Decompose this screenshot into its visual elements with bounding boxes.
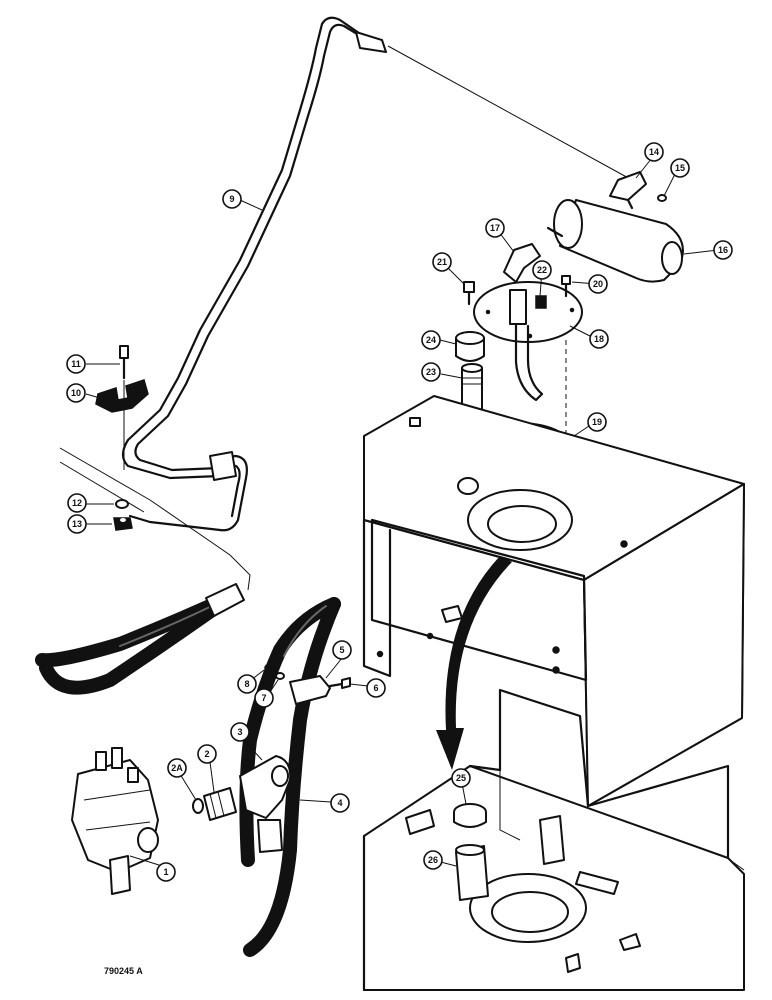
clamp	[95, 379, 149, 413]
callout-3: 3	[230, 722, 250, 742]
elbow-fitting	[239, 755, 292, 819]
clip-washer	[275, 672, 285, 680]
breather-plug	[535, 295, 547, 309]
lower-cap	[453, 803, 487, 828]
svg-text:20: 20	[593, 279, 603, 289]
callout-10: 10	[66, 383, 86, 403]
callout-22: 22	[532, 260, 552, 280]
callout-7: 7	[254, 688, 274, 708]
svg-text:1: 1	[163, 867, 168, 877]
callout-9: 9	[222, 189, 242, 209]
callout-26: 26	[423, 850, 443, 870]
svg-text:17: 17	[490, 223, 500, 233]
svg-text:2A: 2A	[171, 763, 183, 773]
callout-15: 15	[670, 158, 690, 178]
svg-text:3: 3	[237, 727, 242, 737]
callout-21: 21	[432, 252, 452, 272]
tee-fitting	[609, 171, 647, 210]
callout-2: 2	[197, 744, 217, 764]
svg-text:15: 15	[675, 163, 685, 173]
svg-text:26: 26	[428, 855, 438, 865]
o-ring	[192, 798, 204, 814]
callout-24: 24	[421, 330, 441, 350]
svg-text:9: 9	[229, 194, 234, 204]
callout-4: 4	[330, 793, 350, 813]
svg-text:10: 10	[71, 388, 81, 398]
mounting-surface-edge	[59, 461, 145, 513]
svg-text:23: 23	[426, 367, 436, 377]
washer	[115, 499, 129, 509]
cover-bolt-right	[561, 275, 571, 298]
callout-11: 11	[66, 354, 86, 374]
svg-text:14: 14	[649, 147, 659, 157]
svg-text:21: 21	[437, 257, 447, 267]
tank-cover-plate	[473, 281, 583, 402]
callout-8: 8	[237, 674, 257, 694]
callout-17: 17	[485, 218, 505, 238]
svg-text:2: 2	[204, 749, 209, 759]
callout-14: 14	[644, 142, 664, 162]
clip-screw	[328, 677, 351, 689]
svg-text:12: 12	[72, 498, 82, 508]
callout-5: 5	[332, 640, 352, 660]
svg-text:25: 25	[456, 773, 466, 783]
callout-23: 23	[421, 362, 441, 382]
callout-6: 6	[366, 678, 386, 698]
svg-text:24: 24	[426, 335, 436, 345]
svg-text:19: 19	[592, 417, 602, 427]
figure-reference: 790245 A	[104, 966, 143, 976]
clip-nut	[264, 663, 276, 673]
svg-text:6: 6	[373, 683, 378, 693]
return-tube	[121, 16, 387, 532]
cover-bolt-left	[463, 281, 475, 306]
callout-16: 16	[713, 240, 733, 260]
svg-text:11: 11	[71, 359, 81, 369]
callout-25: 25	[451, 768, 471, 788]
callout-18: 18	[589, 329, 609, 349]
svg-text:5: 5	[339, 645, 344, 655]
callout-2a: 2A	[167, 758, 187, 778]
adapter-fitting	[203, 787, 237, 821]
svg-text:4: 4	[337, 798, 342, 808]
callout-12: 12	[67, 493, 87, 513]
callout-19: 19	[587, 412, 607, 432]
callout-1: 1	[156, 862, 176, 882]
svg-text:18: 18	[594, 334, 604, 344]
svg-text:13: 13	[72, 519, 82, 529]
mounting-surface-outline	[59, 447, 251, 591]
tube-alignment-line	[387, 45, 633, 181]
oil-filter	[546, 199, 684, 283]
assembly-direction-arrow	[436, 556, 512, 770]
cap	[455, 331, 485, 362]
hose-clip	[289, 675, 331, 705]
callout-13: 13	[67, 514, 87, 534]
filter-plug	[657, 194, 667, 202]
nut	[113, 517, 133, 531]
control-valve	[71, 747, 159, 895]
svg-text:16: 16	[718, 245, 728, 255]
lower-pipe	[455, 844, 489, 901]
svg-text:8: 8	[244, 679, 249, 689]
svg-text:22: 22	[537, 265, 547, 275]
hydraulic-tank-upper	[362, 395, 746, 807]
clamp-bolt	[119, 345, 129, 380]
svg-text:7: 7	[261, 693, 266, 703]
hose-assembly	[35, 583, 341, 957]
callout-20: 20	[588, 274, 608, 294]
